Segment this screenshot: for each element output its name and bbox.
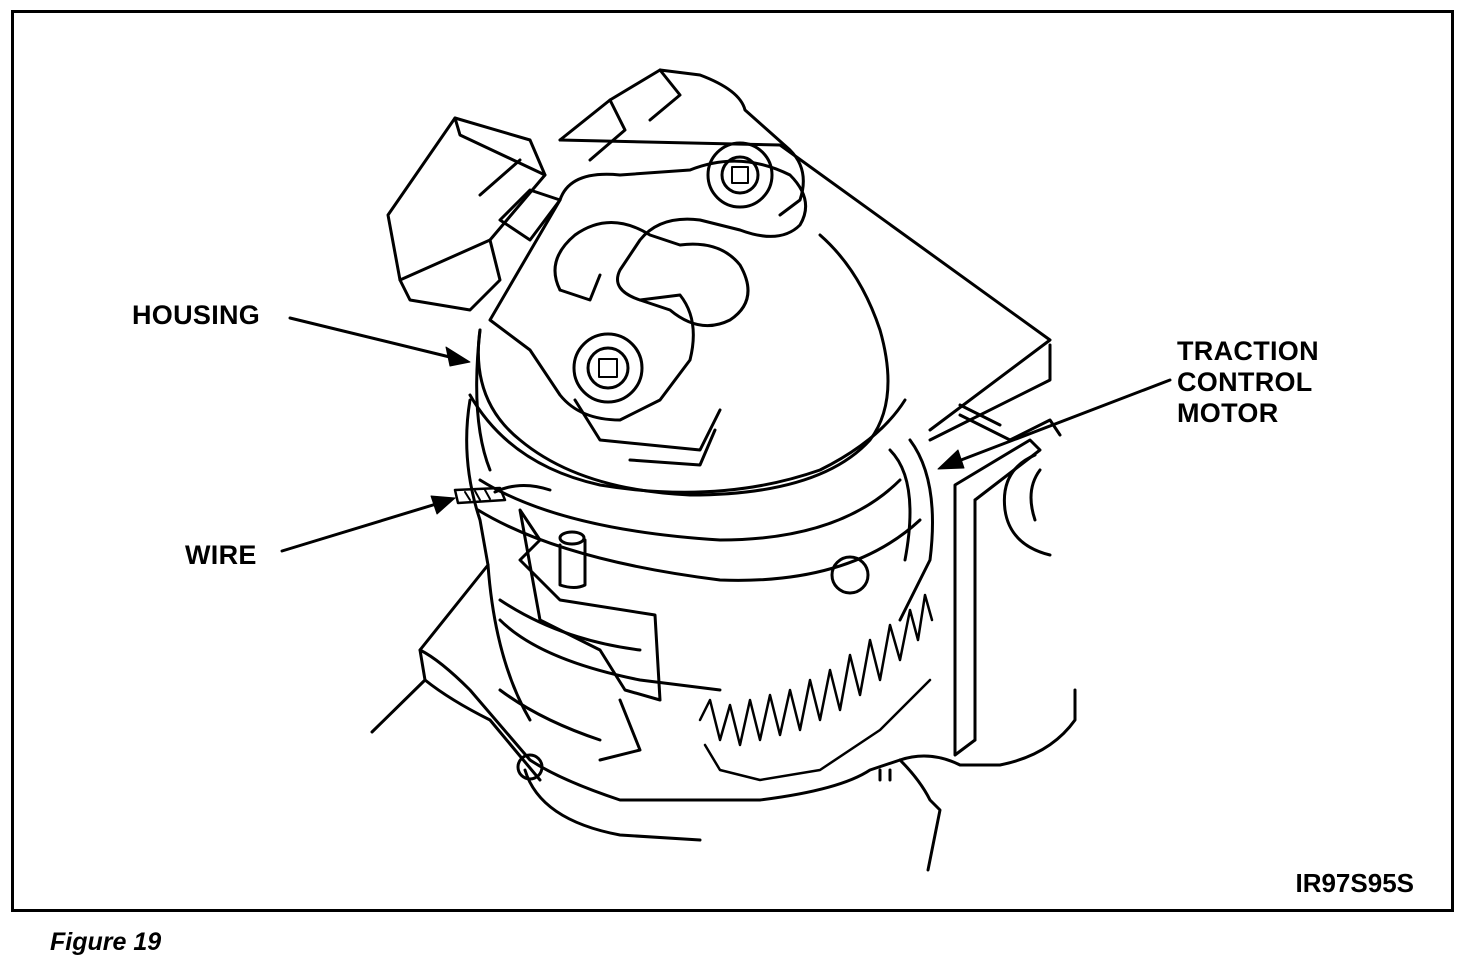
figure-caption: Figure 19 <box>50 928 162 956</box>
traction-label-line-3: MOTOR <box>1177 398 1279 428</box>
leader-arrows <box>280 316 1172 553</box>
wire-leader <box>280 499 448 553</box>
wire <box>453 484 552 505</box>
traction-control-motor-label: TRACTION CONTROL MOTOR <box>1177 336 1319 429</box>
top-housing <box>468 233 907 497</box>
drawing-code: IR97S95S <box>1295 868 1414 898</box>
base-plate <box>370 563 1077 872</box>
traction-leader <box>946 378 1172 467</box>
traction-label-line-2: CONTROL <box>1177 367 1313 397</box>
figure-frame <box>11 10 1454 912</box>
side-bracket <box>558 138 1062 757</box>
base-pin <box>516 753 544 781</box>
wire-label: WIRE <box>185 540 257 570</box>
bearing <box>830 555 870 595</box>
traction-label-line-1: TRACTION <box>1177 336 1319 366</box>
motor-body <box>465 328 934 762</box>
upper-screw <box>706 141 774 209</box>
sensor-connector <box>386 68 808 467</box>
housing-label: HOUSING <box>132 300 261 330</box>
lower-screw <box>572 332 644 404</box>
housing-leader <box>288 316 464 362</box>
gear-teeth <box>698 593 934 782</box>
